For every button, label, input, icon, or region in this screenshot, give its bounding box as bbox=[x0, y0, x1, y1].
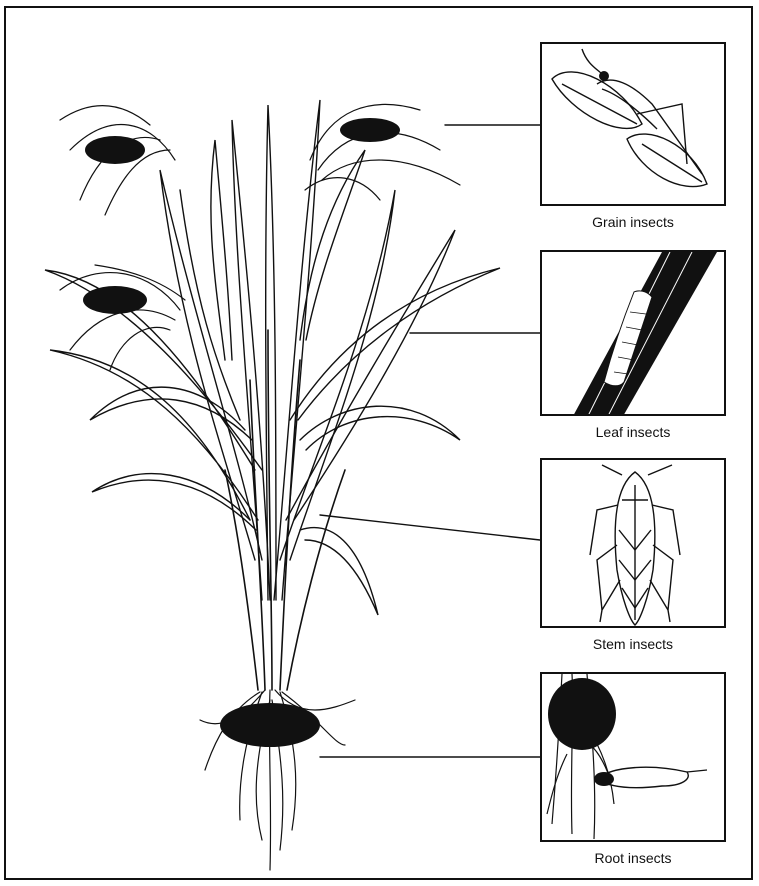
root-insects-panel bbox=[540, 672, 726, 842]
stem-insects-panel bbox=[540, 458, 726, 628]
root-insects-caption: Root insects bbox=[538, 850, 728, 866]
root-grub-icon bbox=[542, 674, 726, 842]
pointer-lines bbox=[320, 125, 540, 757]
grain-insects-panel bbox=[540, 42, 726, 206]
leaf-insects-caption: Leaf insects bbox=[538, 424, 728, 440]
grain-bug-icon bbox=[542, 44, 726, 206]
leaf-insects-panel bbox=[540, 250, 726, 416]
plant-leaves bbox=[45, 100, 500, 615]
planthopper-icon bbox=[542, 460, 726, 628]
stem-insects-caption: Stem insects bbox=[538, 636, 728, 652]
grain-insects-caption: Grain insects bbox=[538, 214, 728, 230]
leaf-larva-icon bbox=[542, 252, 726, 416]
